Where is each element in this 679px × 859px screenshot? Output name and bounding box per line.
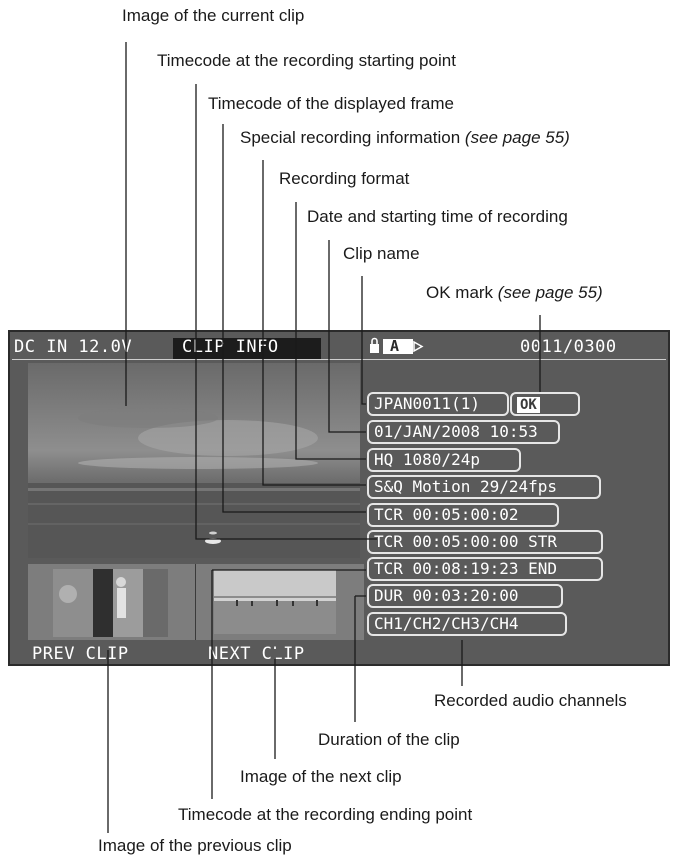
ok-mark-field: OK — [510, 392, 580, 416]
channels-field: CH1/CH2/CH3/CH4 — [367, 612, 567, 636]
next-clip-label: NEXT CLIP — [208, 644, 305, 664]
callout-ok-mark-ref: (see page 55) — [497, 283, 603, 302]
tcr-displayed-field: TCR 00:05:00:02 — [367, 503, 559, 527]
callout-duration: Duration of the clip — [318, 730, 460, 749]
duration-field: DUR 00:03:20:00 — [367, 584, 563, 608]
callout-timecode-start: Timecode at the recording starting point — [157, 51, 456, 70]
callout-clip-name: Clip name — [343, 244, 420, 263]
current-clip-image — [28, 363, 360, 558]
callout-ok-mark-text: OK mark — [426, 283, 494, 302]
callout-timecode-end: Timecode at the recording ending point — [178, 805, 473, 824]
prev-clip-label: PREV CLIP — [32, 644, 129, 664]
format-field: HQ 1080/24p — [367, 448, 521, 472]
ok-mark: OK — [517, 397, 540, 413]
callout-recording-format: Recording format — [279, 169, 410, 188]
thumb-divider — [195, 564, 196, 640]
special-recording-field: S&Q Motion 29/24fps — [367, 475, 601, 499]
callout-previous-clip-image: Image of the previous clip — [98, 836, 292, 855]
callout-ok-mark: OK mark (see page 55) — [426, 283, 603, 303]
screen-title: CLIP INFO — [182, 337, 279, 357]
callout-timecode-displayed: Timecode of the displayed frame — [208, 94, 454, 113]
tcr-end-field: TCR 00:08:19:23 END — [367, 557, 603, 581]
tcr-start-field: TCR 00:05:00:00 STR — [367, 530, 603, 554]
callout-special-recording: Special recording information (see page … — [240, 128, 570, 148]
clip-counter: 0011/0300 — [520, 337, 617, 357]
power-status: DC IN 12.0V — [14, 337, 133, 357]
callout-audio-channels: Recorded audio channels — [434, 691, 627, 710]
header-divider — [12, 359, 666, 360]
lcd-screen: DC IN 12.0V CLIP INFO A 0011/0300 — [8, 330, 670, 666]
next-clip-panel — [196, 564, 364, 640]
callout-current-clip-image: Image of the current clip — [122, 6, 305, 25]
callout-date-time: Date and starting time of recording — [307, 207, 568, 226]
next-clip-image — [214, 570, 336, 634]
media-slot-label: A — [390, 337, 400, 355]
callout-special-recording-text: Special recording information — [240, 128, 461, 147]
sunset-sea-image — [28, 363, 360, 558]
callout-next-clip-image: Image of the next clip — [240, 767, 402, 786]
date-field: 01/JAN/2008 10:53 — [367, 420, 560, 444]
clip-name-field: JPAN0011(1) — [367, 392, 509, 416]
previous-clip-image — [53, 569, 168, 637]
previous-clip-panel — [28, 564, 195, 640]
callout-special-recording-ref: (see page 55) — [464, 128, 570, 147]
